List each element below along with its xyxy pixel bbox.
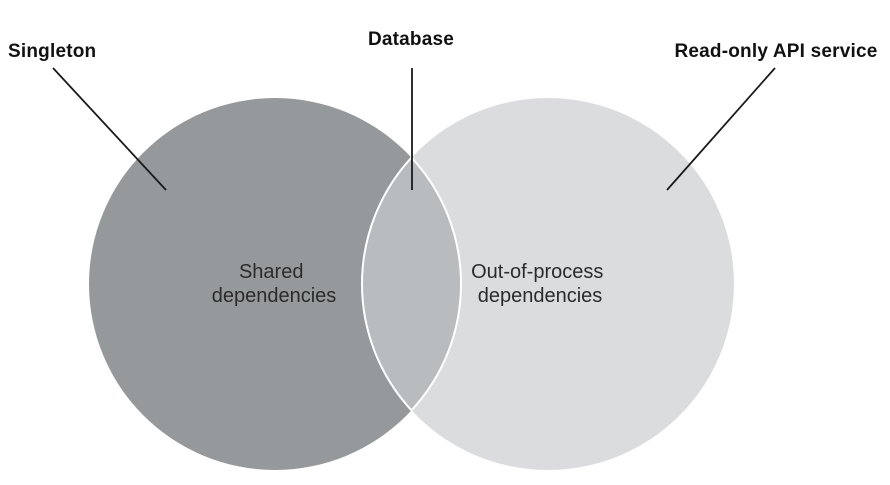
right-circle — [362, 98, 734, 470]
left-circle-label: Shared dependencies — [212, 261, 337, 307]
database-label: Database — [368, 29, 454, 50]
overlap-edge — [362, 98, 462, 470]
left-circle-label-line2: dependencies — [212, 285, 337, 307]
singleton-label: Singleton — [8, 41, 96, 62]
right-circle-label-line2: dependencies — [478, 285, 603, 307]
readonly-api-label: Read-only API service — [674, 41, 877, 62]
singleton-pointer-line — [52, 67, 167, 191]
readonly-api-pointer-line — [666, 67, 776, 191]
right-circle-label-line1: Out-of-process — [471, 261, 603, 283]
right-circle-label: Out-of-process dependencies — [471, 261, 609, 307]
left-circle — [89, 98, 461, 470]
left-circle-label-line1: Shared — [239, 261, 304, 283]
